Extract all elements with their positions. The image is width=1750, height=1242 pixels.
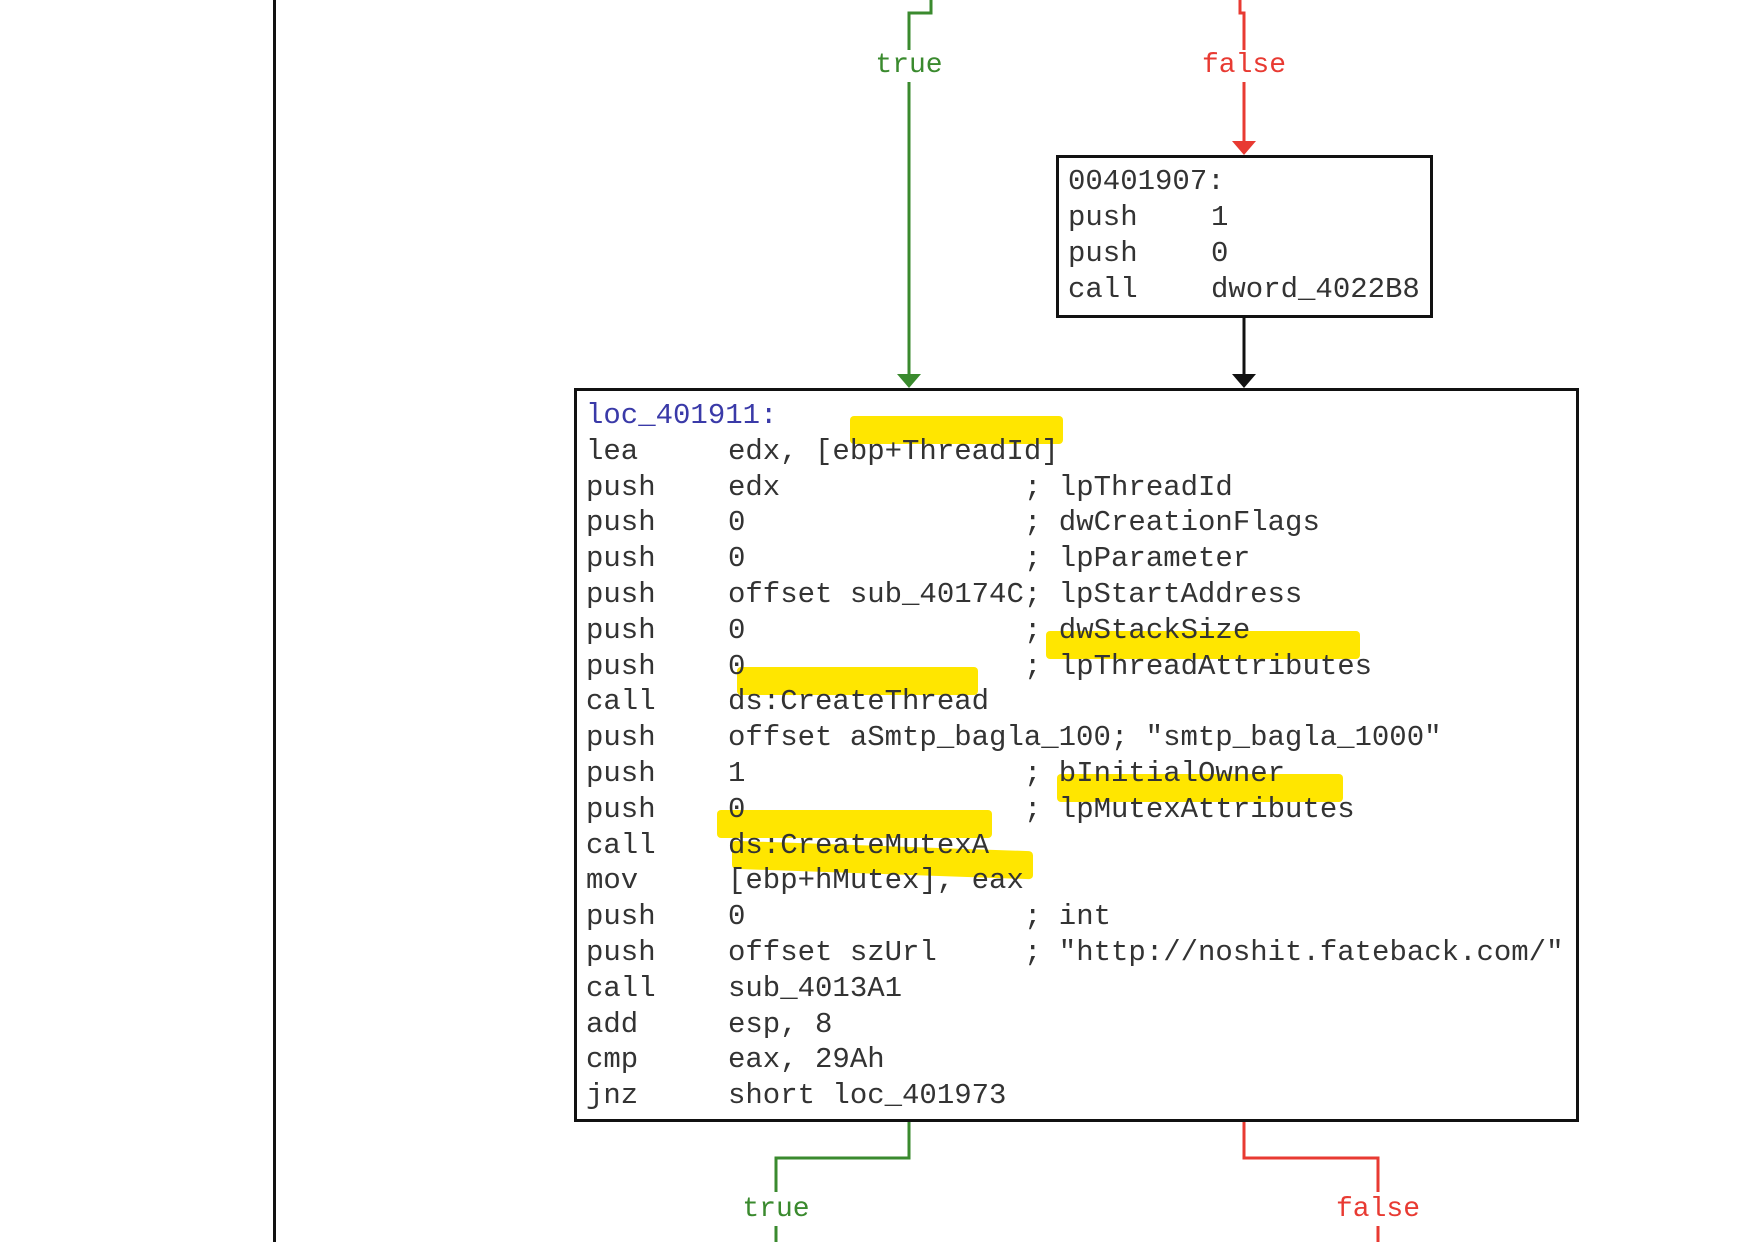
code-line[interactable]: call ds:CreateThread	[577, 684, 1576, 720]
mnemonic: push	[586, 757, 656, 790]
mnemonic: call	[586, 971, 656, 1005]
mnemonic: push	[586, 470, 656, 504]
operand: offset sub_40174C; lpStartAddress	[728, 578, 1303, 611]
mnemonic: push	[1068, 201, 1138, 234]
mnemonic: push	[586, 613, 656, 647]
operand: offset szUrl	[728, 936, 937, 969]
code-line[interactable]: push 0 ; dwCreationFlags	[577, 505, 1576, 541]
operand: 0	[728, 792, 746, 826]
mnemonic: lea	[586, 434, 639, 468]
operand: short loc_401973	[728, 1079, 1007, 1113]
code-line[interactable]: push offset szUrl ; "http://noshit.fatebac…	[577, 935, 1576, 971]
operand: 0	[728, 506, 746, 540]
mnemonic: add	[586, 1007, 639, 1041]
code-line[interactable]: push 0 ; lpMutexAttributes	[577, 792, 1576, 828]
code-line[interactable]: push 0 ; lpParameter	[577, 541, 1576, 577]
operand: ds:CreateThread	[728, 685, 990, 719]
mnemonic: cmp	[586, 1043, 639, 1077]
code-line[interactable]: push 0	[1059, 236, 1430, 272]
operand: dword_4022B8	[1211, 273, 1420, 306]
operand: 0	[728, 613, 746, 647]
mnemonic: push	[586, 506, 656, 540]
operand: edx	[728, 470, 781, 504]
code-line[interactable]: cmp eax, 29Ah	[577, 1042, 1576, 1078]
comment: ; lpMutexAttributes	[1024, 792, 1355, 826]
operand: [ebp+hMutex], eax	[728, 864, 1024, 898]
mnemonic: push	[586, 542, 656, 576]
loc-label: loc_401911:	[586, 399, 778, 432]
code-line[interactable]: push edx ; lpThreadId	[577, 470, 1576, 506]
code-line[interactable]: lea edx, [ebp+ThreadId]	[577, 434, 1576, 470]
comment: ; dwStackSize	[1024, 613, 1251, 647]
edge-label-true: true	[875, 50, 943, 81]
mnemonic: push	[586, 900, 656, 934]
comment: ; lpThreadAttributes	[1024, 649, 1373, 683]
highlight-mark	[1046, 631, 1360, 659]
operand: sub_4013A1	[728, 971, 903, 1005]
code-line[interactable]: push 0 ; dwStackSize	[577, 613, 1576, 649]
code-line[interactable]: 00401907:	[1059, 164, 1430, 200]
comment: ; lpThreadId	[1024, 470, 1233, 504]
arrow-normal	[1232, 374, 1256, 388]
mnemonic: mov	[586, 864, 639, 898]
edge-false-bottom	[1242, 1122, 1380, 1192]
edge-false-top	[1238, 0, 1246, 50]
mnemonic: call	[586, 685, 656, 719]
operand: esp, 8	[728, 1007, 833, 1041]
code-block-loc-401911[interactable]: loc_401911: lea edx, [ebp+ThreadId] push ed…	[574, 388, 1579, 1122]
operand: edx, [ebp+ThreadId]	[728, 434, 1059, 468]
code-line[interactable]: add esp, 8	[577, 1007, 1576, 1043]
code-line[interactable]: mov [ebp+hMutex], eax	[577, 863, 1576, 899]
operand: 1	[728, 757, 746, 790]
operand: eax, 29Ah	[728, 1043, 885, 1077]
mnemonic: push	[1068, 237, 1138, 270]
code-line[interactable]: push 1 ; bInitialOwner	[577, 756, 1576, 792]
mnemonic: call	[586, 828, 656, 862]
code-line[interactable]: push 0 ; lpThreadAttributes	[577, 649, 1576, 685]
comment: ; "http://noshit.fateback.com/"	[1024, 936, 1564, 969]
mnemonic: push	[586, 936, 656, 969]
code-line[interactable]: push offset aSmtp_bagla_100; "smtp_bagla_…	[577, 720, 1576, 756]
comment: ; bInitialOwner	[1024, 757, 1286, 790]
code-line[interactable]: jnz short loc_401973	[577, 1078, 1576, 1114]
mnemonic: call	[1068, 273, 1138, 306]
code-line[interactable]: call dword_4022B8	[1059, 272, 1430, 308]
mnemonic: push	[586, 578, 656, 611]
operand: ds:CreateMutexA	[728, 828, 990, 862]
operand: 1	[1211, 201, 1229, 234]
code-line[interactable]: call sub_4013A1	[577, 971, 1576, 1007]
arrow-true-top	[897, 374, 921, 388]
code-line[interactable]: push offset sub_40174C; lpStartAddress	[577, 577, 1576, 613]
highlight-mark	[737, 667, 978, 695]
operand: 0	[728, 542, 746, 576]
code-line[interactable]: push 1	[1059, 200, 1430, 236]
mnemonic: push	[586, 792, 656, 826]
comment: ; dwCreationFlags	[1024, 506, 1320, 540]
edge-true-top	[907, 0, 933, 50]
comment: ; lpParameter	[1024, 542, 1251, 576]
highlight-mark	[1057, 774, 1343, 802]
arrow-false-top	[1232, 141, 1256, 155]
mnemonic: push	[586, 649, 656, 683]
operand: 0	[728, 900, 746, 934]
highlight-mark	[717, 810, 992, 838]
operand: 0	[1211, 237, 1229, 270]
edge-label-false: false	[1201, 50, 1287, 81]
mnemonic: push	[586, 721, 656, 755]
highlight-mark	[850, 416, 1063, 444]
edge-true-bottom	[774, 1122, 911, 1192]
graph-border-line	[273, 0, 276, 1242]
edge-label-false: false	[1335, 1194, 1421, 1225]
code-line[interactable]: push 0 ; int	[577, 899, 1576, 935]
edge-label-true: true	[742, 1194, 810, 1225]
mnemonic: jnz	[586, 1079, 639, 1113]
code-line[interactable]: call ds:CreateMutexA	[577, 828, 1576, 864]
operand: offset aSmtp_bagla_100; "smtp_bagla_1000…	[728, 721, 1442, 755]
block-label: loc_401911:	[577, 398, 1576, 434]
operand: 0	[728, 649, 746, 683]
mnemonic: 00401907:	[1068, 165, 1225, 198]
comment: ; int	[1024, 900, 1112, 934]
